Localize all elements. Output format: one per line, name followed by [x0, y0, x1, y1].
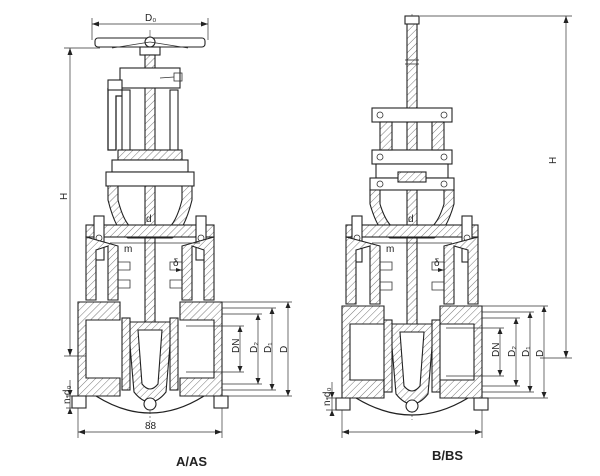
view-b-label-d2: D₂: [507, 346, 518, 357]
view-b-yoke: [369, 107, 455, 191]
view-b: d m δ H n-d₀: [322, 14, 572, 463]
view-a-label-d: d: [146, 214, 152, 225]
view-b-caption: B/BS: [432, 448, 463, 463]
view-a-length-dimension: 88: [77, 408, 223, 438]
view-b-ribs: [380, 261, 444, 291]
view-a-label-h: H: [59, 193, 70, 200]
view-a-yoke: [105, 67, 195, 187]
view-b-label-nd0: n-d₀: [322, 387, 333, 406]
view-b-body-wall-left: [345, 236, 381, 305]
view-a-label-delta: δ: [173, 258, 179, 269]
view-a-label-length: 88: [145, 421, 157, 432]
view-a-pipe-ends: [71, 301, 229, 409]
view-a-wedge: [121, 317, 179, 411]
view-a-body-wall-left: [85, 236, 119, 301]
view-b-label-d-outer: D: [535, 350, 546, 357]
view-a-label-d-outer: D: [279, 346, 290, 353]
view-a-bolt-dimension: n-d₀: [62, 380, 86, 414]
view-a-body-bottom: [95, 395, 205, 414]
view-b-body-bottom: [355, 397, 469, 416]
view-b-label-delta: δ: [434, 258, 440, 269]
view-a-label-dn: DN: [231, 339, 242, 353]
view-a-indicator-lever: [107, 79, 123, 151]
view-b-label-dn: DN: [491, 343, 502, 357]
view-a-body-wall-right: [181, 236, 215, 301]
view-a-label-d1: D₁: [263, 342, 274, 353]
view-a-label-d2: D₂: [249, 342, 260, 353]
view-a: D₀: [59, 13, 292, 469]
view-b-body-flange: [345, 215, 479, 263]
view-a-caption: A/AS: [176, 454, 207, 469]
view-b-body-wall-right: [443, 236, 479, 305]
view-a-handwheel: [94, 36, 206, 56]
view-a-height-dimension: H: [59, 47, 100, 357]
view-b-diameter-dimensions: DN D₂ D₁ D: [446, 305, 548, 399]
view-b-bolt-dimension: n-d₀: [322, 382, 350, 416]
view-b-wedge: [383, 319, 441, 413]
view-b-label-m: m: [386, 244, 394, 255]
view-b-length-dimension: [341, 410, 483, 438]
view-a-label-d0: D₀: [145, 13, 156, 24]
view-b-label-h: H: [548, 157, 559, 164]
view-a-label-nd0: n-d₀: [62, 385, 73, 404]
view-a-diameter-dimensions: DN D₂ D₁ D: [186, 301, 292, 397]
view-b-height-dimension: H: [420, 15, 572, 359]
view-b-label-d: d: [408, 214, 414, 225]
view-a-label-m: m: [124, 244, 132, 255]
view-a-handwheel-dimension: D₀: [91, 13, 209, 40]
view-a-body-flange: [85, 215, 215, 261]
view-b-label-d1: D₁: [521, 346, 532, 357]
